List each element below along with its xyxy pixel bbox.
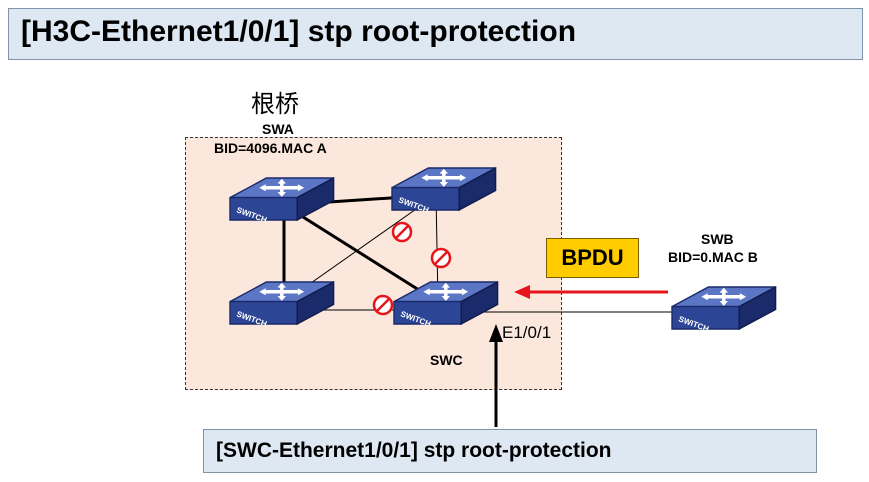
switch-icon: SWITCH bbox=[392, 280, 500, 329]
port-label: E1/0/1 bbox=[502, 323, 552, 342]
title-bar: [H3C-Ethernet1/0/1] stp root-protection bbox=[8, 8, 863, 60]
switch-icon: SWITCH bbox=[670, 285, 778, 334]
blocked-port-icon bbox=[430, 247, 452, 269]
command-bar: [SWC-Ethernet1/0/1] stp root-protection bbox=[203, 429, 817, 473]
bpdu-label: BPDU bbox=[546, 238, 639, 278]
arrow-icon bbox=[489, 324, 503, 427]
arrow-icon bbox=[514, 285, 668, 299]
switch-icon: SWITCH bbox=[390, 166, 498, 215]
page-title: [H3C-Ethernet1/0/1] stp root-protection bbox=[21, 15, 577, 48]
command-text: [SWC-Ethernet1/0/1] stp root-protection bbox=[216, 439, 612, 462]
link-swa-swc bbox=[283, 203, 439, 304]
swc-name: SWC bbox=[430, 352, 463, 368]
swb-name: SWB bbox=[701, 231, 734, 247]
swb-bid: BID=0.MAC B bbox=[668, 249, 758, 265]
swa-name: SWA bbox=[262, 121, 294, 137]
blocked-port-icon bbox=[391, 221, 413, 243]
blocked-port-icon bbox=[372, 294, 394, 316]
switch-icon: SWITCH bbox=[228, 280, 336, 329]
root-bridge-label: 根桥 bbox=[251, 90, 299, 118]
switch-icon: SWITCH bbox=[228, 176, 336, 225]
swa-bid: BID=4096.MAC A bbox=[214, 140, 327, 156]
